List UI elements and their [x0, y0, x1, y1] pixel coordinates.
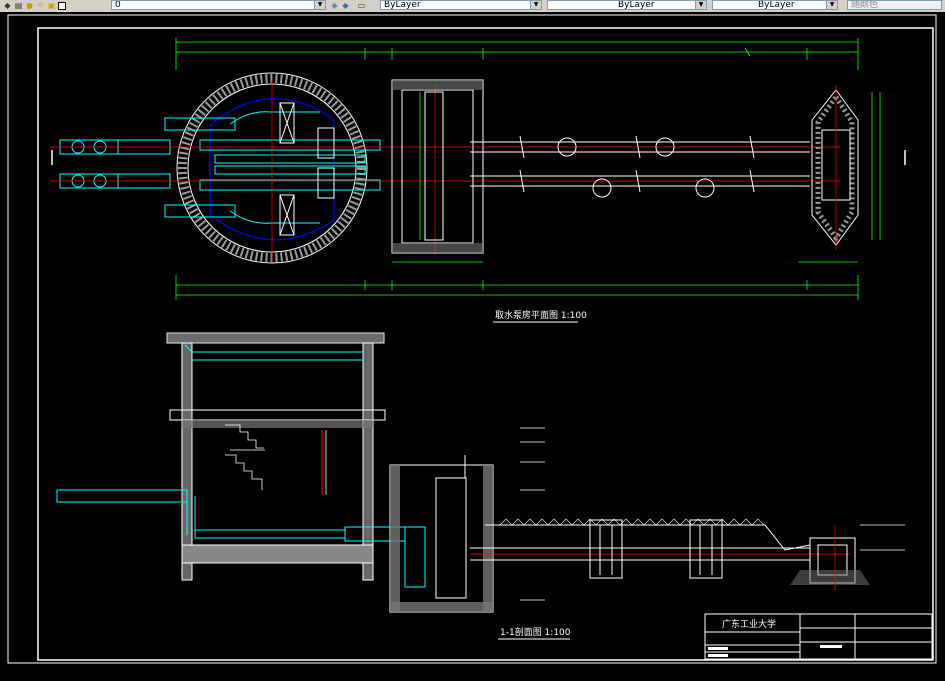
- linetype-combo-value: ByLayer: [618, 0, 655, 10]
- lightbulb-icon[interactable]: ●: [26, 1, 33, 10]
- plan-view: 取水泵房平面图 1:100: [50, 38, 906, 323]
- section-title: 1-1剖面图 1:100: [500, 626, 571, 638]
- pump-house-building: [166, 332, 386, 581]
- plotstyle-combo-value: 随颜色: [851, 0, 879, 10]
- lineweight-combo-value: ByLayer: [758, 0, 795, 10]
- properties-toolbar: ◆ ▤ ● ☼ ▣ 0 ▼ ◈ ◆ ▭ ByLayer ▼ ByLayer ▼ …: [0, 0, 945, 13]
- ground-line: [485, 518, 811, 551]
- manholes-section: [589, 519, 723, 579]
- color-combo-value: ByLayer: [384, 0, 421, 10]
- intake-dimensions: [871, 92, 881, 240]
- chevron-down-icon[interactable]: ▼: [530, 1, 541, 9]
- color-combo[interactable]: ByLayer ▼: [380, 0, 542, 10]
- layer-combo[interactable]: 0 ▼: [111, 0, 326, 10]
- layer-tools: ◆ ▤ ● ☼ ▣: [3, 0, 66, 11]
- pipe-breaks: [519, 135, 755, 193]
- intake-pipe-section: [470, 547, 850, 561]
- layer-previous-icon[interactable]: ◆: [342, 1, 349, 10]
- discharge-pipes: [470, 141, 810, 187]
- intake-head: [811, 85, 859, 250]
- section-marker: [51, 150, 906, 165]
- school-name: 广东工业大学: [722, 618, 776, 630]
- color-swatch-icon: [58, 1, 66, 10]
- level-markers: [520, 427, 905, 601]
- layer-combo-value: 0: [115, 0, 121, 10]
- title-block: 广东工业大学: [704, 613, 933, 660]
- outer-frame: [7, 14, 937, 664]
- separator-icon: ▭: [357, 0, 366, 11]
- make-current-icon[interactable]: ◈: [331, 1, 338, 10]
- suction-well-section: [389, 455, 494, 613]
- chevron-down-icon[interactable]: ▼: [695, 1, 706, 9]
- plan-centerlines: [50, 80, 840, 262]
- layer-state-icon[interactable]: ▤: [14, 1, 23, 10]
- lock-icon[interactable]: ▣: [47, 1, 56, 10]
- plan-bottom-dimensions: [175, 261, 859, 300]
- layer-extra-tools: ◈ ◆: [330, 0, 350, 11]
- plan-valves: [71, 102, 335, 236]
- stairs: [215, 409, 265, 490]
- drawing-canvas[interactable]: 取水泵房平面图 1:100: [0, 12, 945, 677]
- manholes-plan: [557, 137, 715, 198]
- chevron-down-icon[interactable]: ▼: [826, 1, 837, 9]
- plan-top-dimensions: [175, 38, 859, 70]
- linetype-combo[interactable]: ByLayer ▼: [547, 0, 707, 10]
- chevron-down-icon[interactable]: ▼: [314, 1, 325, 9]
- suction-well: [391, 79, 484, 254]
- section-view: 1-1剖面图 1:100: [56, 332, 905, 640]
- lineweight-combo[interactable]: ByLayer ▼: [712, 0, 838, 10]
- sun-icon[interactable]: ☼: [36, 1, 45, 10]
- drawing-border: [37, 27, 934, 661]
- plotstyle-combo[interactable]: 随颜色: [847, 0, 942, 10]
- match-properties-icon[interactable]: ▭: [357, 1, 366, 10]
- section-pipes: [56, 489, 426, 588]
- plan-title: 取水泵房平面图 1:100: [495, 309, 587, 321]
- cad-drawing: 取水泵房平面图 1:100: [7, 14, 937, 664]
- intake-head-section: [790, 525, 870, 590]
- layer-manager-icon[interactable]: ◆: [4, 1, 11, 10]
